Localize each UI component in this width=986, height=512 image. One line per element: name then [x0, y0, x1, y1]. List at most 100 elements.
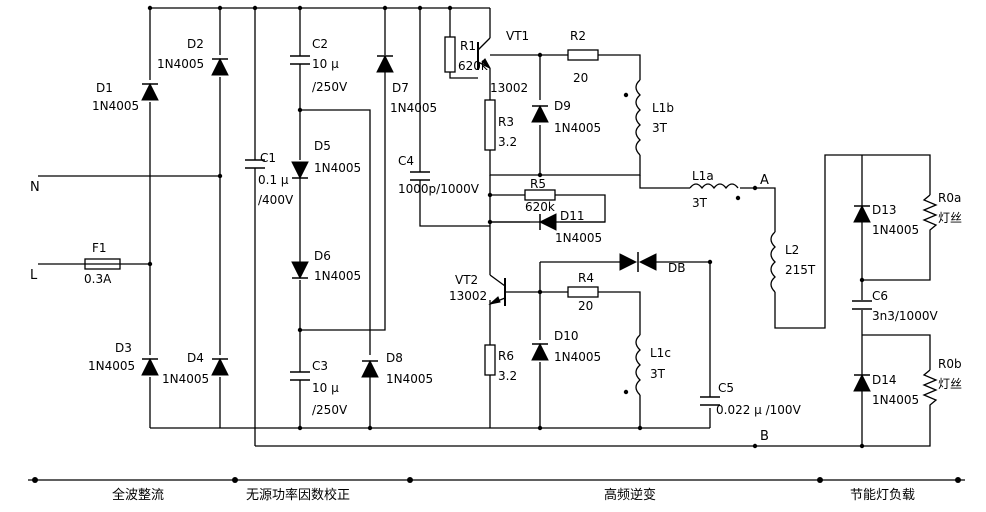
label-r5-val: 620k	[525, 200, 555, 214]
diode-d9	[531, 104, 549, 123]
label-d14-val: 1N4005	[872, 393, 919, 407]
label-d5: D5	[314, 139, 331, 153]
label-l1c-val: 3T	[650, 367, 666, 381]
inductor-l1b	[635, 79, 641, 156]
label-r0b-val: 灯丝	[938, 377, 962, 391]
resistor-r4	[567, 286, 599, 298]
diode-d14	[853, 373, 871, 392]
label-c4-val: 1000p/1000V	[398, 182, 480, 196]
resistor-r2	[567, 49, 599, 61]
label-n: N	[30, 180, 40, 195]
label-d6: D6	[314, 249, 331, 263]
label-vt1-val: 13002	[490, 81, 528, 95]
capacitor-c2	[290, 55, 310, 65]
label-r0b: R0b	[938, 357, 962, 371]
diode-d5	[291, 161, 309, 180]
diode-d1	[141, 82, 159, 101]
label-db: DB	[668, 261, 685, 275]
diode-d2	[211, 57, 229, 76]
label-l1b: L1b	[652, 101, 674, 115]
diode-d8	[361, 359, 379, 378]
label-r2-val: 20	[573, 71, 588, 85]
resistor-r3	[484, 99, 496, 151]
label-d13-val: 1N4005	[872, 223, 919, 237]
label-c6-val: 3n3/1000V	[872, 309, 938, 323]
labels: N L F1 0.3A D1 1N4005 D2 1N4005 D3 1N400…	[30, 29, 962, 503]
label-d6-val: 1N4005	[314, 269, 361, 283]
filament-r0b	[922, 369, 938, 415]
label-c2-v2: /250V	[312, 80, 348, 94]
diode-d13	[853, 204, 871, 223]
capacitor-c6	[852, 300, 872, 310]
label-d5-val: 1N4005	[314, 161, 361, 175]
diode-d3	[141, 357, 159, 376]
capacitor-c3	[290, 371, 310, 381]
label-c3: C3	[312, 359, 328, 373]
junction-dots	[147, 5, 865, 449]
diode-d6	[291, 261, 309, 280]
label-r6-val: 3.2	[498, 369, 517, 383]
label-r5: R5	[530, 177, 546, 191]
label-d1-val: 1N4005	[92, 99, 139, 113]
label-d14: D14	[872, 373, 897, 387]
capacitor-c5	[700, 396, 720, 406]
label-l1c: L1c	[650, 346, 671, 360]
label-r2: R2	[570, 29, 586, 43]
label-l2-val: 215T	[785, 263, 816, 277]
label-r1: R1	[460, 39, 476, 53]
label-r0a-val: 灯丝	[938, 211, 962, 225]
section-label-2: 无源功率因数校正	[246, 487, 350, 503]
section-label-3: 高频逆变	[604, 487, 656, 503]
label-l1a-val: 3T	[692, 196, 708, 210]
resistor-r6	[484, 344, 496, 376]
label-d11: D11	[560, 209, 585, 223]
label-d1: D1	[96, 81, 113, 95]
label-c6: C6	[872, 289, 888, 303]
inductor-l2	[770, 231, 776, 293]
section-dots	[32, 477, 961, 483]
diode-d4	[211, 357, 229, 376]
label-c5-val: 0.022 μ /100V	[716, 403, 802, 417]
resistor-r1	[444, 36, 456, 73]
resistor-r5	[524, 189, 556, 201]
label-d11-val: 1N4005	[555, 231, 602, 245]
label-r0a: R0a	[938, 191, 961, 205]
label-r3: R3	[498, 115, 514, 129]
diode-d10	[531, 342, 549, 361]
inductor-l1c	[635, 334, 641, 396]
label-r1-val: 620k	[458, 59, 488, 73]
label-d10: D10	[554, 329, 579, 343]
label-d7-val: 1N4005	[390, 101, 437, 115]
diode-d11	[538, 213, 557, 231]
label-c1-v2: /400V	[258, 193, 294, 207]
label-c3-v1: 10 μ	[312, 381, 339, 395]
label-d9-val: 1N4005	[554, 121, 601, 135]
label-c1: C1	[260, 151, 276, 165]
capacitor-c1	[245, 159, 265, 169]
label-c5: C5	[718, 381, 734, 395]
section-label-4: 节能灯负载	[850, 488, 915, 503]
capacitor-c4	[410, 171, 430, 181]
label-r3-val: 3.2	[498, 135, 517, 149]
transistor-vt1	[477, 37, 491, 70]
label-c3-v2: /250V	[312, 403, 348, 417]
label-d10-val: 1N4005	[554, 350, 601, 364]
label-a: A	[760, 173, 769, 188]
label-r4: R4	[578, 271, 594, 285]
label-d4-val: 1N4005	[162, 372, 209, 386]
label-c2-v1: 10 μ	[312, 57, 339, 71]
label-vt1: VT1	[506, 29, 529, 43]
section-label-1: 全波整流	[112, 487, 164, 503]
label-f1: F1	[92, 241, 107, 255]
label-f1-val: 0.3A	[84, 272, 112, 286]
label-d3: D3	[115, 341, 132, 355]
transistor-vt2	[488, 274, 506, 306]
label-r6: R6	[498, 349, 514, 363]
label-d2-val: 1N4005	[157, 57, 204, 71]
label-c2: C2	[312, 37, 328, 51]
label-d9: D9	[554, 99, 571, 113]
label-l: L	[30, 268, 38, 283]
label-d8-val: 1N4005	[386, 372, 433, 386]
diode-d7	[376, 54, 394, 73]
